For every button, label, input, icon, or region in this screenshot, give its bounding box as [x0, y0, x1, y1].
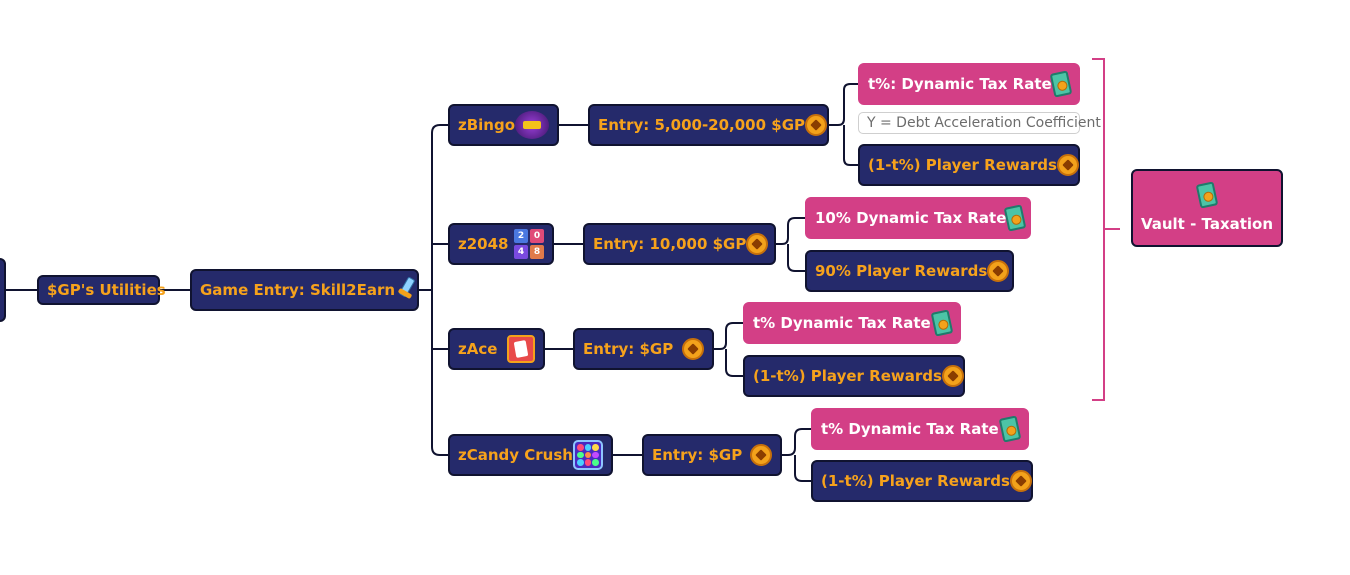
utilities-label: $GP's Utilities	[47, 281, 166, 299]
entry-node-zace[interactable]: Entry: $GP	[573, 328, 714, 370]
game-name: zAce	[458, 340, 498, 358]
rewards-node-zace[interactable]: (1-t%) Player Rewards	[743, 355, 965, 397]
tax-node-zace[interactable]: t% Dynamic Tax Rate	[743, 302, 961, 344]
tile: 8	[530, 245, 544, 259]
tile: 2	[514, 229, 528, 243]
coin-icon	[750, 444, 772, 466]
game-name: z2048	[458, 235, 509, 253]
root-node-stub	[0, 258, 6, 322]
entry-label: Entry: $GP	[652, 446, 743, 464]
tax-card-icon	[998, 415, 1022, 443]
tax-label: 10% Dynamic Tax Rate	[815, 209, 1007, 227]
candy-grid-icon	[573, 440, 603, 470]
rewards-label: 90% Player Rewards	[815, 262, 988, 280]
rewards-label: (1-t%) Player Rewards	[868, 156, 1057, 174]
vault-bracket	[1092, 58, 1120, 401]
tax-card-icon	[930, 309, 954, 337]
game-node-zcandy-crush[interactable]: zCandy Crush	[448, 434, 613, 476]
game-name: zCandy Crush	[458, 446, 573, 464]
game-name: zBingo	[458, 116, 516, 134]
tax-label: t%: Dynamic Tax Rate	[868, 75, 1052, 93]
coin-icon	[1056, 154, 1079, 176]
vault-taxation-node[interactable]: Vault - Taxation	[1131, 169, 1283, 247]
game-node-zace[interactable]: zAce	[448, 328, 545, 370]
rewards-node-z2048[interactable]: 90% Player Rewards	[805, 250, 1014, 292]
game-node-zbingo[interactable]: zBingo	[448, 104, 559, 146]
tile: 0	[530, 229, 544, 243]
coin-icon	[941, 365, 964, 387]
game-entry-label: Game Entry: Skill2Earn	[200, 281, 396, 299]
game-entry-node[interactable]: Game Entry: Skill2Earn	[190, 269, 419, 311]
playing-card-icon	[507, 335, 535, 363]
tile: 4	[514, 245, 528, 259]
coin-icon	[682, 338, 704, 360]
entry-node-zcandy-crush[interactable]: Entry: $GP	[642, 434, 782, 476]
grid-2048-icon: 2 0 4 8	[514, 229, 544, 259]
note-label: Y = Debt Acceleration Coefficient	[867, 115, 1101, 131]
tax-label: t% Dynamic Tax Rate	[753, 314, 931, 332]
tax-node-zcandy-crush[interactable]: t% Dynamic Tax Rate	[811, 408, 1029, 450]
tax-node-zbingo[interactable]: t%: Dynamic Tax Rate	[858, 63, 1080, 105]
tax-card-icon	[1195, 181, 1219, 209]
tax-node-z2048[interactable]: 10% Dynamic Tax Rate	[805, 197, 1031, 239]
coin-icon	[987, 260, 1010, 282]
entry-node-zbingo[interactable]: Entry: 5,000-20,000 $GP	[588, 104, 829, 146]
bingo-icon	[515, 111, 550, 139]
tax-card-icon	[1049, 70, 1073, 98]
rewards-label: (1-t%) Player Rewards	[821, 472, 1010, 490]
coin-icon	[1009, 470, 1032, 492]
entry-node-z2048[interactable]: Entry: 10,000 $GP	[583, 223, 776, 265]
tax-card-icon	[1004, 204, 1027, 232]
tax-label: t% Dynamic Tax Rate	[821, 420, 999, 438]
rewards-node-zbingo[interactable]: (1-t%) Player Rewards	[858, 144, 1080, 186]
rewards-node-zcandy-crush[interactable]: (1-t%) Player Rewards	[811, 460, 1033, 502]
utilities-node[interactable]: $GP's Utilities	[37, 275, 166, 305]
coin-icon	[746, 233, 769, 255]
coin-icon	[805, 114, 828, 136]
rewards-label: (1-t%) Player Rewards	[753, 367, 942, 385]
vault-icon-wrap	[1141, 181, 1273, 209]
note-zbingo[interactable]: Y = Debt Acceleration Coefficient	[858, 112, 1101, 134]
entry-label: Entry: 10,000 $GP	[593, 235, 747, 253]
game-node-z2048[interactable]: z2048 2 0 4 8	[448, 223, 554, 265]
entry-label: Entry: 5,000-20,000 $GP	[598, 116, 806, 134]
vault-label: Vault - Taxation	[1140, 215, 1274, 233]
sword-icon	[395, 277, 415, 303]
entry-label: Entry: $GP	[583, 340, 674, 358]
